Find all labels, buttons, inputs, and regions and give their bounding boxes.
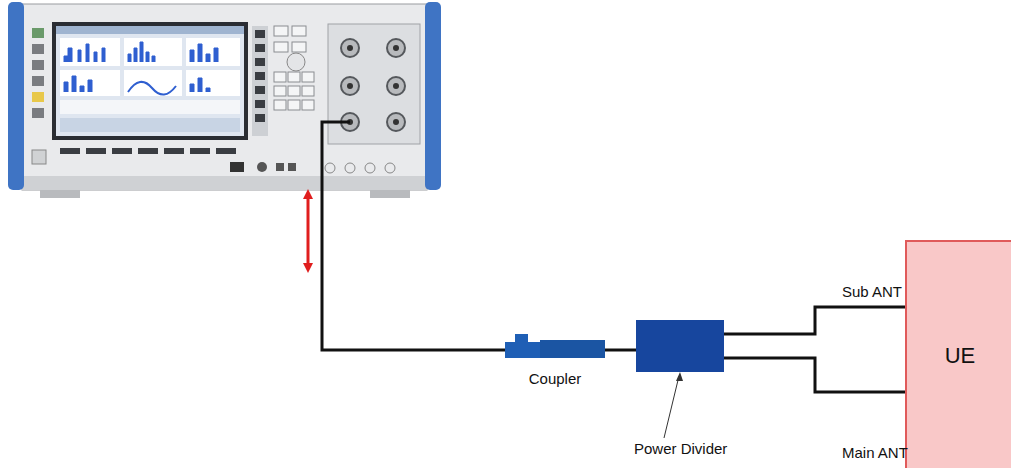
- cable-line: [724, 358, 905, 392]
- node-label: Power Divider: [634, 440, 727, 457]
- node-label: UE: [945, 343, 976, 369]
- antenna-label: Main ANT: [842, 444, 908, 461]
- cable-line: [605, 349, 636, 352]
- node-label: Coupler: [529, 370, 582, 387]
- antenna-label: Sub ANT: [842, 283, 902, 300]
- coupler: Coupler: [505, 334, 605, 358]
- ue-box: UE: [905, 240, 1011, 468]
- coupler-symbol: [505, 334, 605, 358]
- cable-line: [724, 307, 905, 334]
- power-divider: Power Divider: [636, 320, 724, 372]
